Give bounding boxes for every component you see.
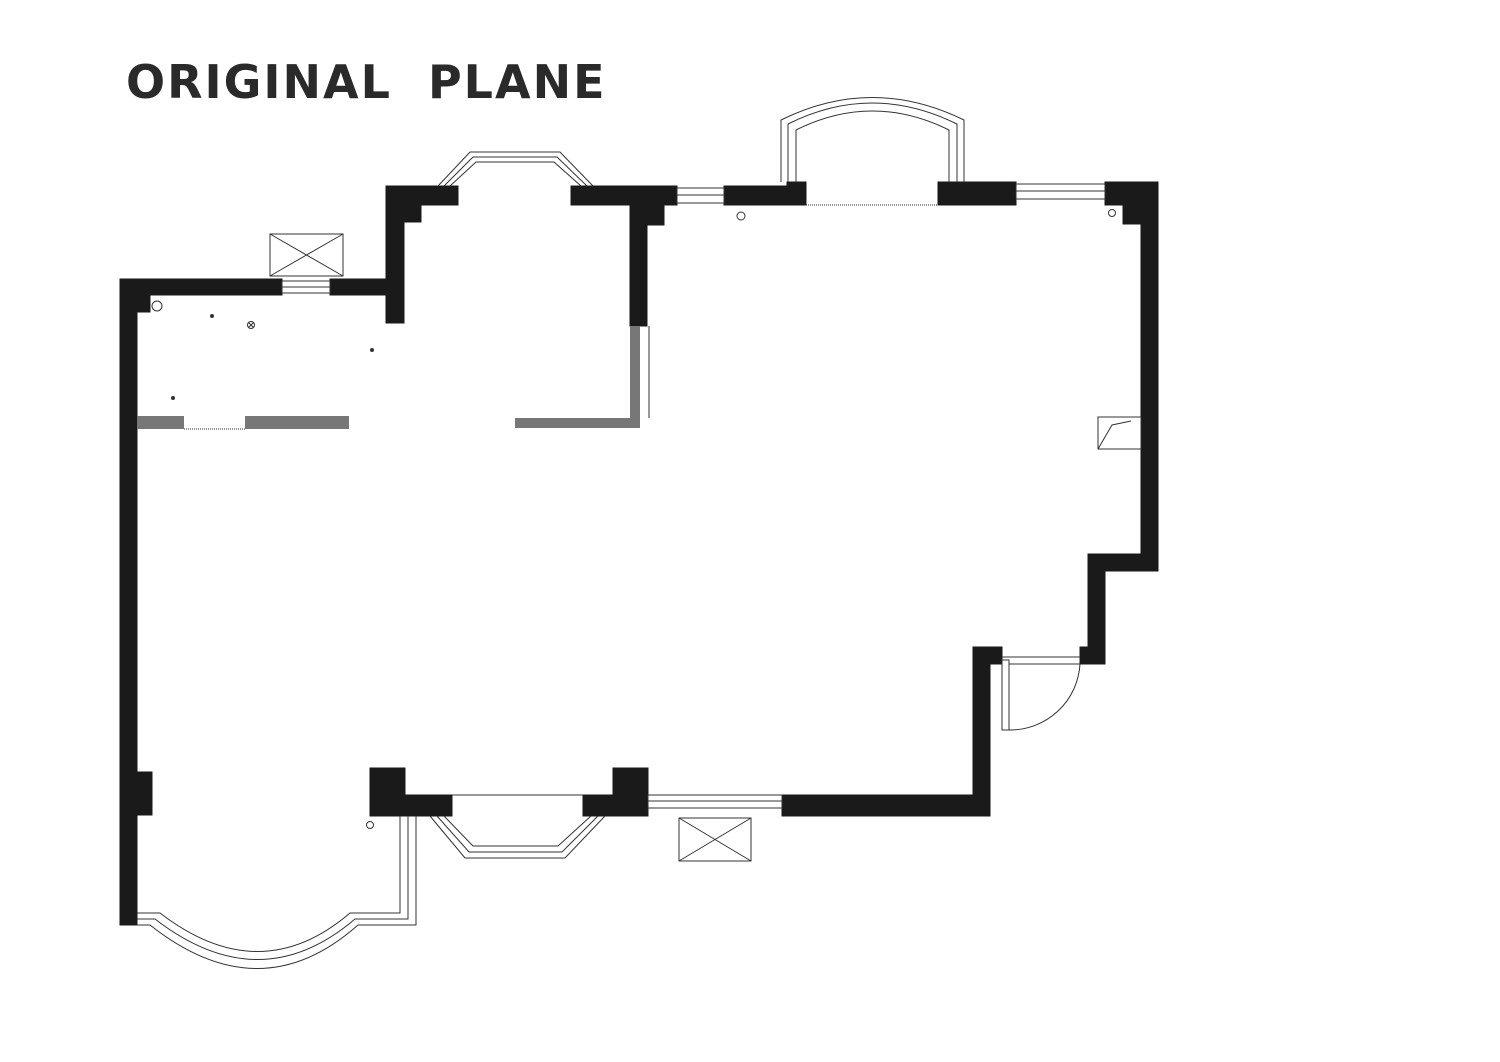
wall-top-segment-2 — [937, 181, 1017, 206]
pipe-icon — [1108, 209, 1116, 217]
entry-door — [1001, 656, 1081, 731]
wall-lower-right — [781, 646, 1003, 817]
wall-fixture-icon — [1097, 416, 1142, 450]
drain-icon — [247, 321, 255, 329]
partition-left-1 — [137, 416, 184, 429]
wall-left — [119, 278, 283, 926]
floor-point-icon — [171, 396, 175, 400]
wall-lower-bay-left — [369, 767, 453, 817]
floor-point-icon — [210, 314, 214, 318]
pipe-fixtures — [151, 209, 1116, 829]
wall-upper-left-pier — [329, 185, 459, 324]
pipe-icon — [151, 300, 163, 312]
wall-upper-bay-right — [570, 185, 678, 327]
wall-right — [1079, 181, 1159, 665]
plan-title: ORIGINAL PLANE — [126, 55, 607, 109]
upper-bay-window — [437, 151, 594, 187]
windows — [281, 183, 1106, 809]
ac-unit-bottom — [678, 817, 752, 862]
pipe-icon — [736, 211, 746, 221]
partition-left-2 — [245, 416, 349, 429]
lower-left-curved-bay — [137, 816, 417, 969]
exterior-walls — [119, 181, 1159, 926]
partition-walls — [137, 326, 650, 430]
wall-top-segment — [723, 181, 807, 206]
wall-lower-bay-right — [582, 767, 649, 817]
pipe-icon — [366, 821, 374, 829]
lower-bay-window — [429, 815, 606, 859]
upper-balcony — [780, 97, 965, 182]
ac-unit-top — [269, 233, 344, 277]
partition-corner — [515, 326, 640, 428]
floor-point-icon — [370, 348, 374, 352]
